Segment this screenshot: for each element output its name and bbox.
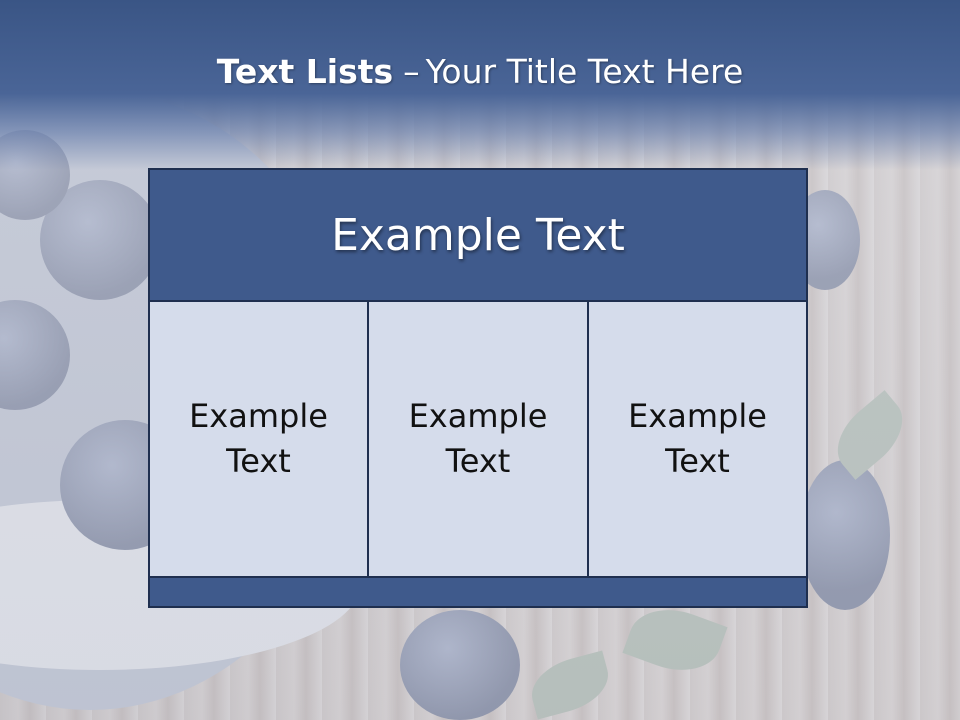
table-footer-band	[150, 578, 806, 606]
title-band	[0, 0, 960, 170]
table-cell-1: Example Text	[150, 302, 367, 576]
table-cell-3: Example Text	[589, 302, 806, 576]
title-separator: –	[403, 52, 420, 91]
table-header-cell: Example Text	[150, 170, 806, 300]
title-bold-text: Text Lists	[216, 52, 394, 91]
title-rest-text: Your Title Text Here	[425, 52, 744, 91]
text-list-table: Example Text Example Text Example Text E…	[148, 168, 808, 608]
slide-title: Text Lists–Your Title Text Here	[0, 52, 960, 91]
table-cell-2: Example Text	[369, 302, 587, 576]
